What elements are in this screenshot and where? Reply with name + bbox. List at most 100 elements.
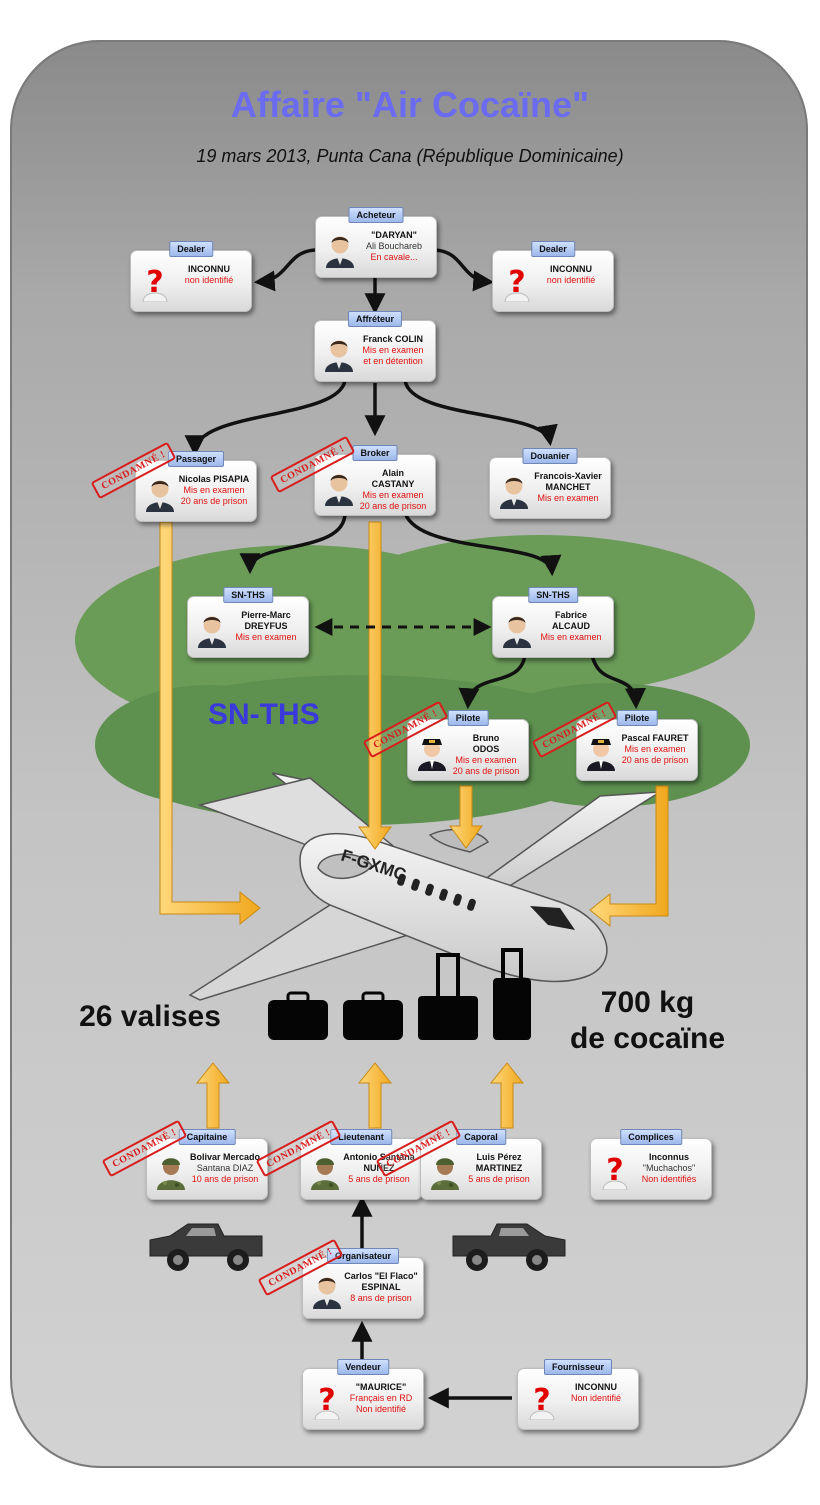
card-line: Mis en examen (540, 632, 602, 642)
person-icon (496, 469, 532, 509)
card-line: Mis en examen (455, 755, 517, 765)
card-line: "DARYAN" (371, 230, 417, 240)
orange-flow-arrows (159, 521, 669, 1129)
card-line: "Muchachos" (642, 1163, 696, 1173)
card-line: INCONNU (550, 264, 592, 274)
question-icon: ? (309, 1380, 345, 1421)
cocaine-quantity: 700 kg de cocaïne (555, 985, 740, 1057)
orange-arrow-pilote-left (449, 785, 483, 849)
role-tag: Vendeur (337, 1359, 389, 1375)
person-icon (309, 1269, 345, 1309)
card-line: Non identifiés (641, 1174, 697, 1184)
cocaine-quantity-line1: 700 kg (600, 986, 695, 1019)
role-tag: Fournisseur (543, 1359, 613, 1375)
pickup-truck-icon-left (149, 1223, 263, 1271)
card-line: 10 ans de prison (191, 1174, 259, 1184)
card-line: Nicolas PISAPIA (178, 474, 250, 484)
person-icon (194, 608, 230, 648)
card-line: Pierre-Marc (241, 610, 291, 620)
card-line: 20 ans de prison (180, 496, 248, 506)
role-tag: SN-THS (528, 587, 578, 603)
card-line: 20 ans de prison (452, 766, 520, 776)
card-line: Pascal FAURET (621, 733, 689, 743)
role-tag: Broker (352, 445, 398, 461)
card-line: ESPINAL (361, 1282, 401, 1292)
soldier-icon (153, 1150, 189, 1190)
role-tag: Caporal (456, 1129, 506, 1145)
person-icon (322, 228, 358, 268)
orange-arrow-capitaine (195, 1062, 231, 1129)
person-icon (321, 332, 357, 372)
card-line: En cavale... (370, 252, 418, 262)
soldier-icon (307, 1150, 343, 1190)
cloud-label: SN-THS (208, 698, 320, 731)
card-line: MANCHET (545, 482, 591, 492)
soldier-icon (427, 1150, 463, 1190)
svg-text:?: ? (606, 1153, 623, 1188)
pilot-icon (414, 731, 450, 771)
card-line: "MAURICE" (355, 1382, 407, 1392)
card-line: Bolivar Mercado (189, 1152, 261, 1162)
card-line: Carlos "El Flaco" (344, 1271, 418, 1281)
orange-arrow-pilote-right (589, 785, 669, 928)
jet-airplane (188, 772, 661, 1001)
orange-arrow-broker (358, 521, 392, 850)
role-tag: Complices (620, 1129, 682, 1145)
card-line: Mis en examen (624, 744, 686, 754)
svg-text:?: ? (508, 265, 525, 300)
card-line: DREYFUS (244, 621, 288, 631)
card-text: Inconnus"Muchachos"Non identifiés (631, 1152, 707, 1185)
card-line: Santana DIAZ (196, 1163, 254, 1173)
card-line: ODOS (472, 744, 500, 754)
role-tag: Pilote (616, 710, 658, 726)
card-line: 5 ans de prison (468, 1174, 530, 1184)
connector-arrows (184, 248, 646, 1409)
question-icon: ? (597, 1150, 633, 1191)
orange-arrow-passager (159, 521, 261, 926)
role-tag: Affréteur (347, 311, 403, 327)
card-line: Français en RD (349, 1393, 413, 1403)
card-line: INCONNU (575, 1382, 617, 1392)
card-line: 20 ans de prison (359, 501, 427, 511)
card-line: Bruno (472, 733, 500, 743)
card-line: non identifié (184, 275, 234, 285)
role-tag: Douanier (522, 448, 578, 464)
svg-text:?: ? (318, 1383, 335, 1418)
card-line: Mis en examen (362, 490, 424, 500)
role-tag: Pilote (447, 710, 489, 726)
card-line: Mis en examen (183, 485, 245, 495)
card-line: 20 ans de prison (621, 755, 689, 765)
card-line: Inconnus (649, 1152, 689, 1162)
orange-arrow-caporal (489, 1062, 525, 1129)
cocaine-quantity-line2: de cocaïne (569, 1022, 726, 1055)
card-line: non identifié (546, 275, 596, 285)
card-line: Antonio Santana (343, 1152, 415, 1162)
sn-ths-cloud (75, 535, 755, 825)
